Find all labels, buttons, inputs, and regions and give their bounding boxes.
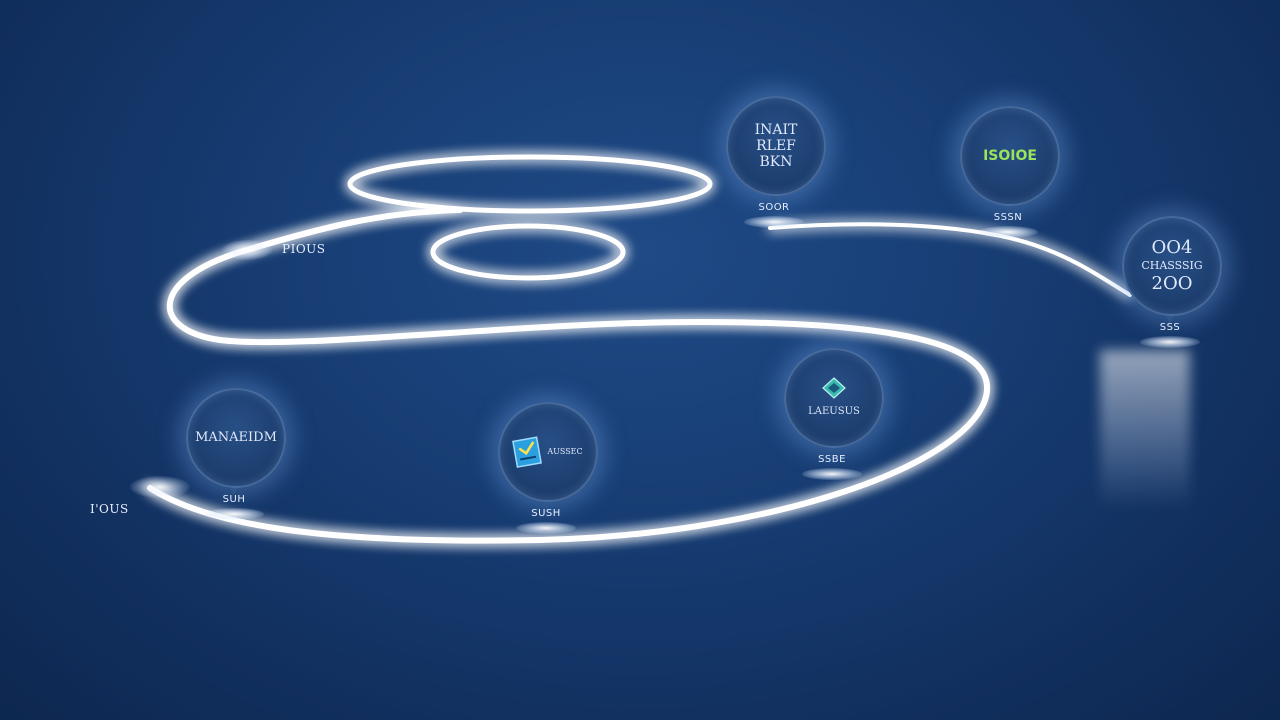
pin-bubble: ISOIOE bbox=[960, 106, 1060, 206]
top-loop bbox=[347, 154, 713, 214]
pin-bubble: LAEUSUS bbox=[784, 348, 884, 448]
tablet-icon bbox=[512, 436, 543, 468]
pin-nait[interactable]: INAIT RLEF BKN SOOR bbox=[726, 96, 826, 228]
pin-bubble: MANAEIDM bbox=[186, 388, 286, 488]
pin-caption: SOOR bbox=[758, 202, 790, 213]
pin-caption: SSS bbox=[1159, 322, 1181, 333]
pin-laurels[interactable]: LAEUSUS SSBE bbox=[784, 348, 884, 480]
pin-base bbox=[978, 226, 1038, 238]
diamond-icon bbox=[822, 377, 846, 399]
start-glow bbox=[130, 476, 190, 498]
right-rail bbox=[768, 222, 1132, 297]
main-path bbox=[147, 207, 990, 544]
pin-caption: SUH bbox=[222, 494, 246, 505]
pin-label-line: RLEF bbox=[756, 138, 796, 154]
pin-green[interactable]: ISOIOE SSSN bbox=[960, 106, 1060, 238]
pin-label-line: OO4 bbox=[1151, 237, 1193, 258]
path-label: PIOUS bbox=[282, 242, 326, 256]
pin-label: LAEUSUS bbox=[808, 406, 860, 417]
pin-tablet[interactable]: AUSSEC SUSH bbox=[498, 402, 598, 534]
pin-bubble: AUSSEC bbox=[498, 402, 598, 502]
pin-bubble: OO4 CHASSSIG 2OO bbox=[1122, 216, 1222, 316]
left-glow bbox=[222, 240, 272, 260]
pin-management[interactable]: MANAEIDM SUH bbox=[186, 388, 286, 520]
pin-label-line: BKN bbox=[759, 154, 793, 170]
pin-label: ISOIOE bbox=[983, 148, 1037, 164]
pin-base bbox=[744, 216, 804, 228]
light-beam bbox=[1100, 350, 1190, 510]
pin-year[interactable]: OO4 CHASSSIG 2OO SSS bbox=[1122, 216, 1222, 348]
inner-loop bbox=[430, 223, 626, 281]
pin-base bbox=[802, 468, 862, 480]
pin-label-line: INAIT bbox=[754, 122, 798, 138]
pin-base bbox=[204, 508, 264, 520]
pin-label: AUSSEC bbox=[547, 447, 583, 456]
pin-caption: SUSH bbox=[531, 508, 561, 519]
start-label: I'OUS bbox=[90, 502, 129, 516]
pin-caption: SSBE bbox=[818, 454, 846, 465]
pin-caption: SSSN bbox=[993, 212, 1023, 223]
pin-base bbox=[1140, 336, 1200, 348]
pin-label: MANAEIDM bbox=[195, 430, 277, 445]
pin-label-line: CHASSSIG bbox=[1141, 259, 1203, 272]
pin-base bbox=[516, 522, 576, 534]
pin-bubble: INAIT RLEF BKN bbox=[726, 96, 826, 196]
pin-label-line: 2OO bbox=[1151, 273, 1193, 294]
